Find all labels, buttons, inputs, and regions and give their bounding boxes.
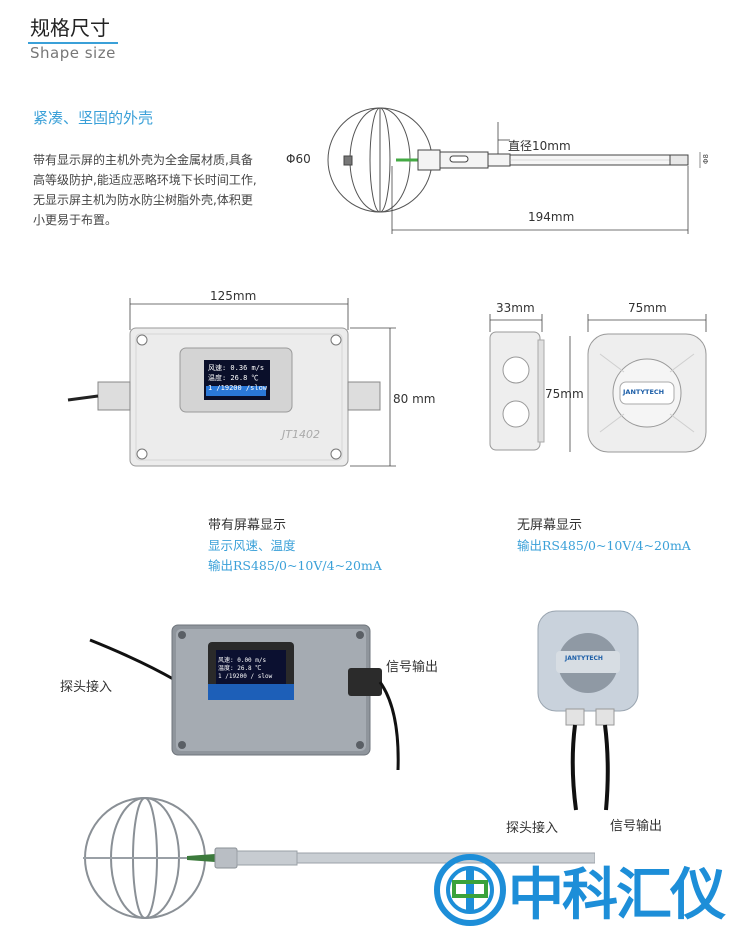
screen-unit-photo (89, 624, 400, 770)
brand-logo-text: JANTYTECH (623, 388, 665, 396)
noscreen-unit-photo (537, 610, 639, 811)
screen-unit-height-label: 80 mm (393, 392, 436, 406)
signal-out-label-right: 信号输出 (610, 819, 663, 834)
page-subtitle: Shape size (30, 44, 116, 62)
photo-brand-text: JANTYTECH (565, 655, 603, 662)
description-paragraph: 带有显示屏的主机外壳为全金属材质,具备高等级防护,能适应恶略环境下长时间工作,无… (33, 153, 257, 227)
title-underline (28, 42, 118, 44)
photo-screen-line1: 风速: 0.00 m/s (218, 657, 267, 664)
screen-caption-line2: 输出RS485/0~10V/4~20mA (208, 558, 382, 573)
photo-screen-line3: 1 /19200 / slow (218, 673, 273, 680)
screen-unit-caption: 带有屏幕显示 显示风速、温度 输出RS485/0~10V/4~20mA (208, 516, 382, 576)
noscreen-height-label: 75mm (545, 387, 584, 401)
screen-caption-title: 带有屏幕显示 (208, 518, 287, 533)
sphere-diameter-label: Φ60 (286, 152, 311, 166)
rod-diameter-label: 直径10mm (508, 139, 571, 153)
signal-out-label-left: 信号输出 (386, 660, 439, 675)
probe-dimension-drawing: Φ8 (327, 107, 710, 234)
photo-screen-text: 风速: 0.00 m/s 温度: 26.8 ℃ 1 /19200 / slow (218, 657, 272, 681)
noscreen-unit-caption: 无屏幕显示 输出RS485/0~10V/4~20mA (517, 516, 691, 556)
screen-line-wind: 风速: 0.36 m/s (208, 364, 265, 372)
watermark-logo-icon (434, 854, 506, 926)
page-title: 规格尺寸 (30, 16, 110, 40)
noscreen-unit-drawing (489, 314, 707, 453)
noscreen-depth-label: 33mm (496, 301, 535, 315)
section-heading: 紧凑、坚固的外壳 (33, 109, 154, 127)
oled-screen-text: 风速: 0.36 m/s 温度: 26.8 ℃ 1 /19200 /slow (208, 363, 267, 393)
probe-in-label-left: 探头接入 (60, 680, 113, 695)
screen-caption-line1: 显示风速、温度 (208, 538, 296, 553)
model-label: JT1402 (282, 428, 320, 441)
noscreen-caption-title: 无屏幕显示 (517, 518, 583, 533)
screen-unit-drawing (67, 298, 396, 467)
svg-text:Φ8: Φ8 (702, 154, 710, 164)
noscreen-width-label: 75mm (628, 301, 667, 315)
screen-line-config: 1 /19200 /slow (208, 384, 268, 392)
photo-screen-line2: 温度: 26.8 ℃ (218, 665, 262, 672)
screen-line-temp: 温度: 26.8 ℃ (208, 374, 259, 382)
probe-photo (83, 797, 595, 919)
noscreen-caption-line1: 输出RS485/0~10V/4~20mA (517, 538, 691, 553)
watermark-text: 中科汇仪 (508, 863, 726, 928)
probe-length-label: 194mm (528, 210, 575, 224)
screen-unit-width-label: 125mm (210, 289, 257, 303)
probe-in-label-right: 探头接入 (506, 821, 559, 836)
